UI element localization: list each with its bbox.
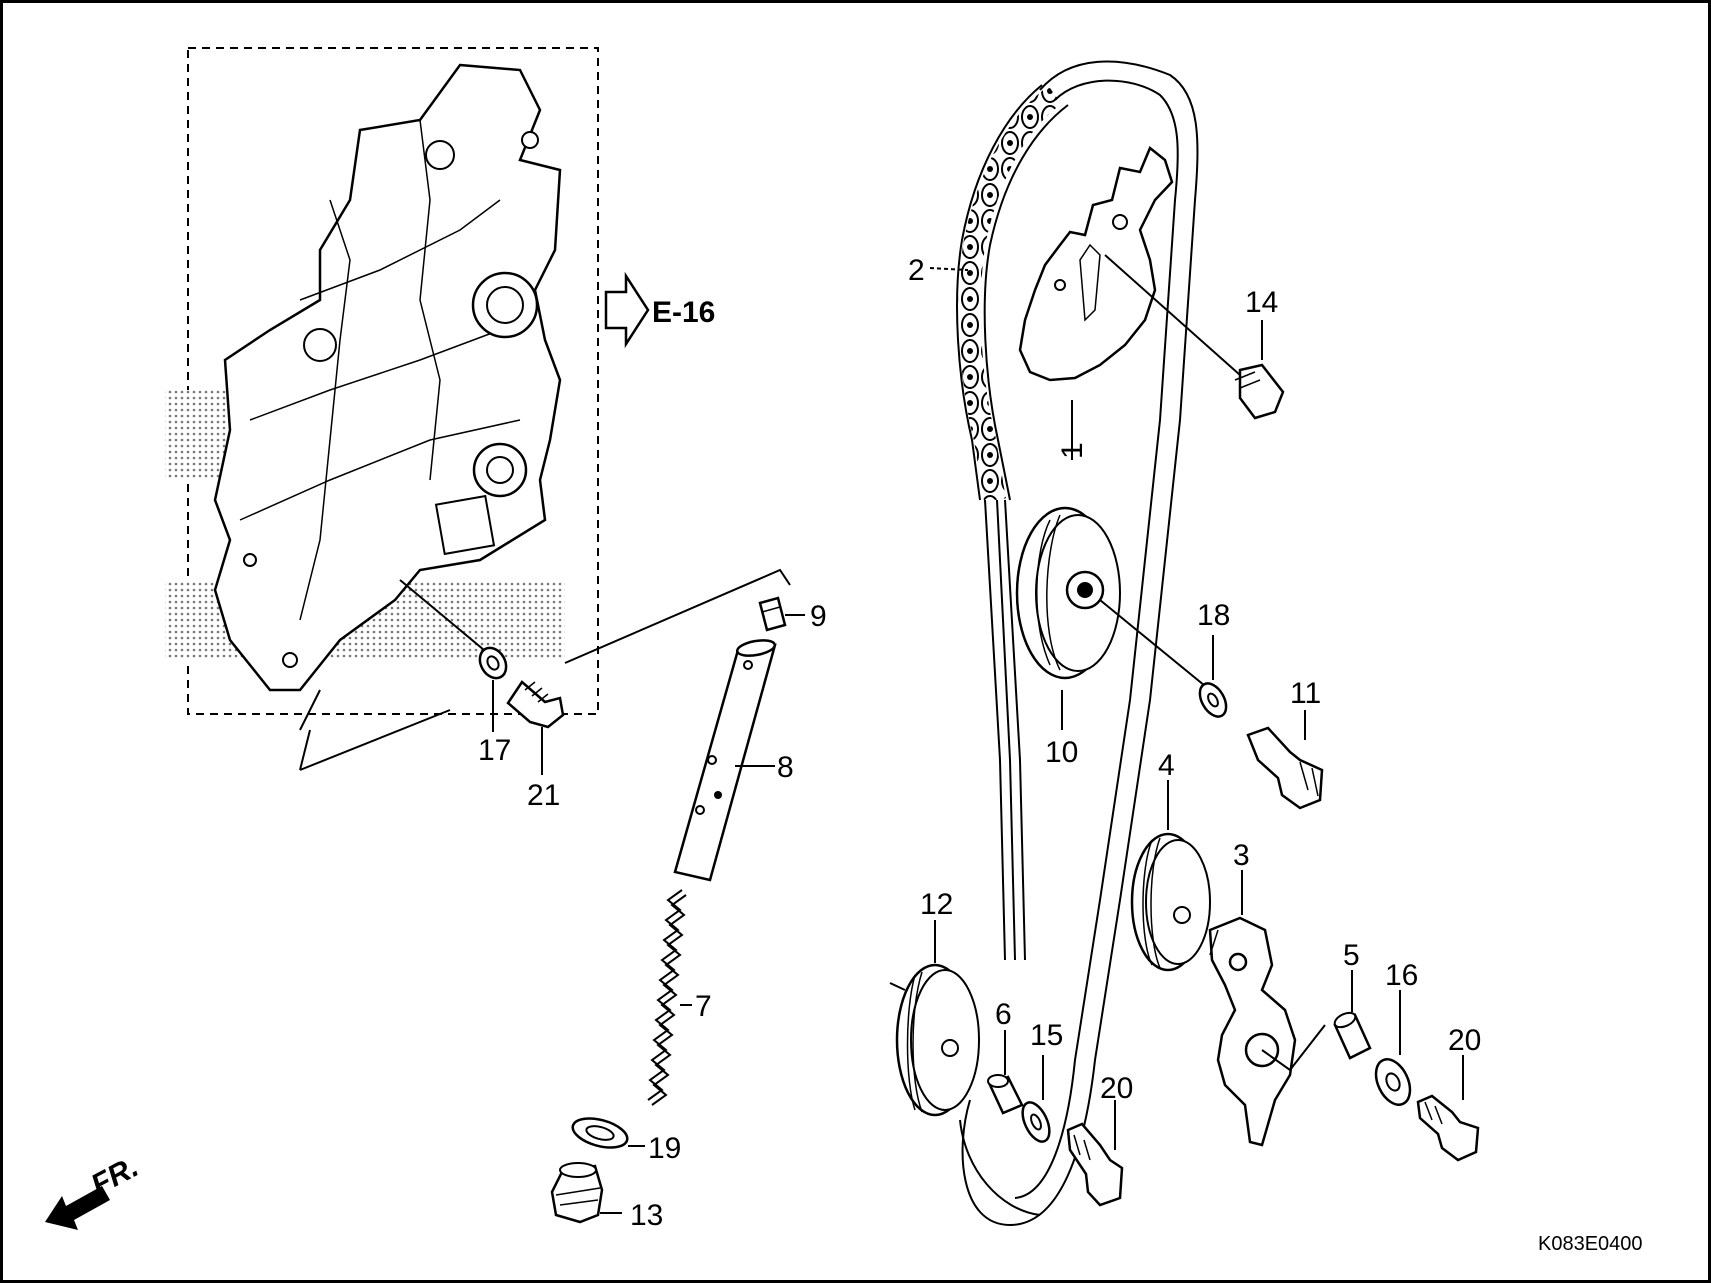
crankcase-bolt-hole-1: [282, 652, 298, 668]
chain-strand-lower-2: [996, 499, 1016, 961]
part-8-tensioner-tube: [673, 639, 777, 882]
callout-16: 16: [1385, 959, 1418, 992]
chain-guide-inner: [1014, 79, 1179, 1199]
callout-20-left: 20: [1100, 1072, 1133, 1105]
callout-19: 19: [648, 1132, 681, 1165]
crankcase-rib-4: [299, 199, 351, 621]
callout-17: 17: [478, 734, 511, 767]
crankcase-bolt-hole-2: [243, 553, 257, 567]
callout-2: 2: [908, 254, 925, 287]
leader-18-10: [1099, 599, 1211, 691]
callout-18: 18: [1197, 599, 1230, 632]
cam-chain-left-edge-2: [983, 104, 1069, 501]
reference-arrow: E-16: [604, 271, 715, 349]
callout-5: 5: [1343, 939, 1360, 972]
bracket-lower: [299, 689, 451, 771]
part-4-roller: [1130, 832, 1211, 972]
part-10-idler: [1015, 506, 1121, 680]
callout-13: 13: [630, 1199, 663, 1232]
chain-strand-lower-1: [984, 499, 1006, 961]
part-19-washer-hole: [585, 1125, 615, 1141]
part-18-washer-hole: [1207, 692, 1219, 708]
part-9-cap: [758, 596, 787, 632]
part-21-bolt: [506, 680, 565, 729]
part-15-washer-hole: [1030, 1113, 1042, 1131]
callout-11: 11: [1290, 677, 1321, 710]
callout-4: 4: [1158, 749, 1175, 782]
crankcase-rib-3: [239, 419, 521, 521]
front-arrow-icon: [45, 1186, 110, 1230]
leader-crankcase-17: [399, 579, 491, 656]
callout-3: 3: [1233, 839, 1250, 872]
leader-3-5: [1261, 1024, 1326, 1072]
callout-7: 7: [695, 990, 712, 1023]
part-13-sealing-bolt: [550, 1162, 604, 1224]
crankcase-rib-2: [249, 329, 501, 421]
part-16-washer-hole: [1385, 1072, 1401, 1092]
callout-9: 9: [810, 600, 827, 633]
callout-14: 14: [1245, 286, 1278, 319]
chain-lower-loop: [959, 1119, 1041, 1216]
callout-12: 12: [920, 888, 953, 921]
reference-label: E-16: [652, 296, 715, 329]
chain-guide-outer: [961, 60, 1199, 1227]
crankcase-boss-2-inner: [486, 456, 514, 484]
front-direction: FR.: [45, 1150, 144, 1230]
callout-10: 10: [1045, 736, 1078, 769]
part-1-cam-sprocket: [1018, 145, 1174, 382]
crankcase-cover-plate: [434, 494, 496, 556]
part-7-spring: [647, 889, 687, 1106]
part-12-roller: [895, 963, 980, 1117]
callout-15: 15: [1030, 1019, 1063, 1052]
crankcase-rib-1: [299, 199, 501, 301]
crankcase-dashed-box: [187, 47, 599, 715]
leader-12: [889, 920, 936, 991]
callout-21: 21: [527, 779, 560, 812]
part-6-collar: [987, 1074, 1024, 1115]
drawing-code: K083E0400: [1538, 1233, 1643, 1255]
crankcase-group: [165, 47, 599, 715]
part-11-bolt: [1246, 726, 1324, 810]
leader-2: [929, 267, 969, 271]
callout-6: 6: [995, 998, 1012, 1031]
part-14-bolt: [1234, 363, 1285, 420]
crankcase-boss-1-inner: [486, 286, 524, 324]
cam-chain-left-edge: [956, 84, 1043, 501]
reference-arrow-icon: [604, 271, 650, 349]
leader-14-1: [1104, 254, 1241, 376]
callout-20-right: 20: [1448, 1024, 1481, 1057]
crankcase-boss-4: [425, 140, 455, 170]
crankcase-rib-5: [419, 119, 441, 481]
crankcase-boss-3: [303, 328, 337, 362]
part-17-washer-hole: [486, 655, 500, 671]
cam-chain-group: [956, 60, 1199, 1227]
crankcase-bolt-hole-3: [521, 131, 539, 149]
part-5-collar: [1333, 1011, 1372, 1060]
chain-strand-lower-3: [1004, 499, 1026, 961]
part-20-bolt-left: [1066, 1122, 1124, 1207]
bracket-right: [564, 568, 791, 664]
callout-8: 8: [777, 751, 794, 784]
part-3-arm: [1208, 916, 1297, 1147]
cam-chain-left: [958, 86, 1062, 502]
part-20-bolt-right: [1416, 1094, 1480, 1162]
callout-1: 1: [1056, 442, 1089, 459]
